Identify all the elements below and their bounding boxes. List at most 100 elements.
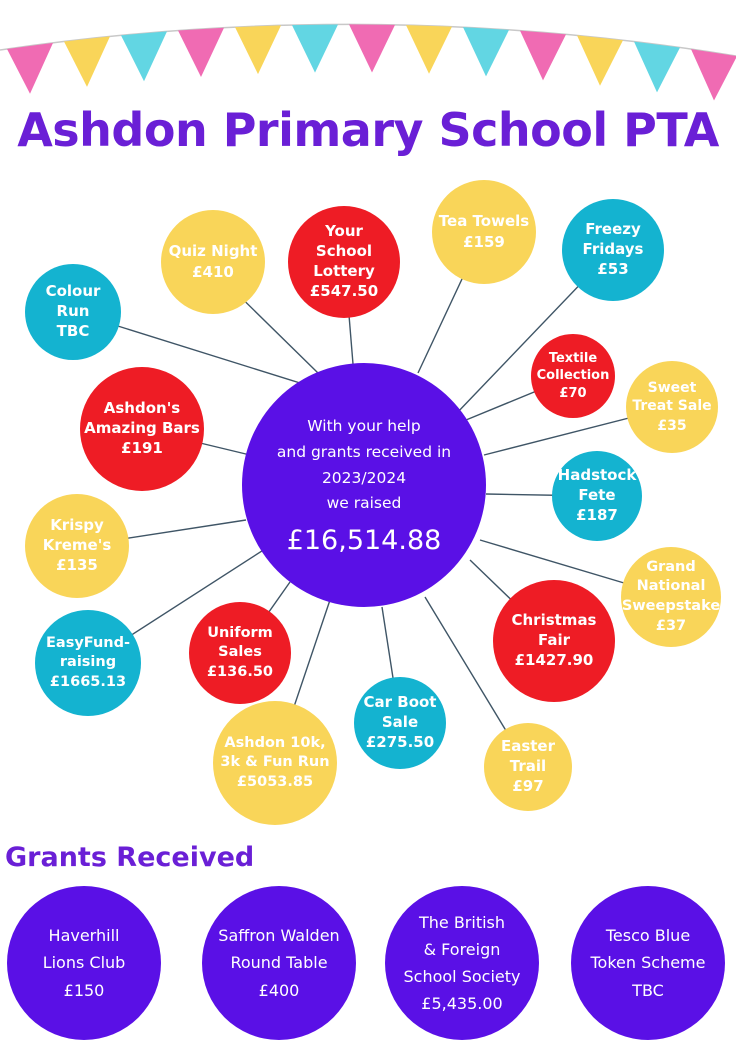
grant-amount: £150 bbox=[63, 980, 105, 1000]
center-line: we raised bbox=[326, 494, 402, 513]
bubble-label-line: Lottery bbox=[313, 261, 375, 280]
bunting-flag bbox=[634, 41, 680, 93]
center-line: 2023/2024 bbox=[321, 468, 407, 487]
bubble-amount: £70 bbox=[559, 386, 587, 402]
bubble-label-line: Christmas bbox=[511, 610, 597, 629]
center-line: With your help bbox=[307, 417, 421, 436]
bubble-label-line: Amazing Bars bbox=[84, 418, 200, 437]
bubble-label-line: raising bbox=[59, 653, 117, 670]
bubble-amount: £136.50 bbox=[206, 664, 274, 681]
bunting-flag bbox=[121, 31, 167, 82]
bubble-label-line: Car Boot bbox=[363, 692, 437, 711]
bubble-amount: £547.50 bbox=[309, 282, 379, 301]
bubble-quiz-night: Quiz Night £410 bbox=[161, 210, 265, 314]
bubble-amount: £35 bbox=[657, 417, 687, 434]
bubble-label-line: Fete bbox=[578, 485, 616, 504]
bunting-flag bbox=[7, 42, 53, 94]
grants-heading: Grants Received bbox=[5, 842, 255, 873]
bubble-label-line: Uniform bbox=[207, 624, 273, 641]
bubble-label-line: 3k & Fun Run bbox=[220, 753, 330, 770]
bubble-amount: £135 bbox=[56, 556, 98, 575]
grant-label-line: Haverhill bbox=[48, 926, 120, 946]
grant-amount: £5,435.00 bbox=[421, 994, 503, 1014]
grant-amount: TBC bbox=[632, 980, 664, 1000]
bunting-flag bbox=[691, 49, 736, 101]
bubble-label-line: Treat Sale bbox=[632, 398, 712, 415]
bubble-label-line: Ashdon's bbox=[103, 398, 181, 417]
bubble-amount: £159 bbox=[463, 232, 505, 251]
bunting-flag bbox=[64, 36, 110, 87]
bubble-label-line: Sweet bbox=[647, 379, 697, 396]
bubble-amount: £187 bbox=[576, 506, 618, 525]
center-line: and grants received in bbox=[276, 442, 452, 461]
bunting-flag bbox=[178, 27, 224, 78]
bubble-label-line: Collection bbox=[536, 367, 610, 383]
bubble-label-line: Fridays bbox=[582, 239, 644, 258]
bubble-label-line: Trail bbox=[509, 756, 547, 775]
grant-label-line: School Society bbox=[403, 967, 521, 986]
bubble-label-line: Freezy bbox=[585, 219, 641, 238]
bunting-decoration bbox=[0, 23, 736, 101]
bunting-flag bbox=[349, 24, 395, 73]
grant-label-line: Lions Club bbox=[42, 953, 126, 973]
bubble-amount: TBC bbox=[56, 322, 90, 341]
bubble-amount: £53 bbox=[597, 260, 629, 279]
bubble-label-line: School bbox=[315, 241, 373, 260]
bunting-flag bbox=[292, 24, 338, 73]
bunting-flag bbox=[577, 35, 623, 86]
bubble-label-line: Tea Towels bbox=[438, 211, 530, 230]
bunting-flag bbox=[463, 27, 509, 77]
grant-label-line: Token Scheme bbox=[590, 953, 706, 973]
bunting-flag bbox=[520, 30, 566, 81]
bubble-amount: £410 bbox=[192, 262, 234, 281]
total-raised-bubble: With your help and grants received in 20… bbox=[242, 363, 486, 607]
page-title: Ashdon Primary School PTA bbox=[17, 103, 719, 157]
bunting-flag bbox=[235, 25, 281, 75]
bubble-amount: £1427.90 bbox=[514, 651, 594, 670]
grant-label-line: Saffron Walden bbox=[218, 926, 340, 946]
bubble-label-line: Sales bbox=[218, 643, 262, 660]
bunting-flag bbox=[406, 25, 452, 74]
bubble-amount: £37 bbox=[655, 617, 687, 634]
grant-label-line: Round Table bbox=[230, 953, 328, 973]
grant-label-line: & Foreign bbox=[423, 939, 501, 959]
bubble-label-line: Kreme's bbox=[42, 535, 112, 554]
total-raised-amount: £16,514.88 bbox=[286, 524, 442, 556]
bubble-amount: £1665.13 bbox=[49, 674, 127, 691]
bubble-amount: £275.50 bbox=[365, 733, 435, 752]
bubble-label-line: Ashdon 10k, bbox=[224, 734, 326, 751]
bubble-amount: £191 bbox=[121, 439, 163, 458]
bubble-label-line: Krispy bbox=[50, 515, 104, 534]
bubble-label-line: Run bbox=[56, 301, 90, 320]
bubble-label-line: Easter bbox=[500, 736, 556, 755]
bunting-string bbox=[0, 23, 736, 57]
bubble-label-line: Hadstock bbox=[557, 465, 637, 484]
grant-amount: £400 bbox=[258, 980, 300, 1000]
bubble-label-line: Colour bbox=[45, 281, 101, 300]
bubble-label-line: National bbox=[636, 578, 706, 595]
bubble-label-line: Textile bbox=[548, 350, 598, 366]
bubble-amount: £5053.85 bbox=[236, 774, 314, 791]
grant-label-line: The British bbox=[418, 912, 506, 932]
bubble-label-line: Grand bbox=[646, 559, 696, 576]
bubble-label-line: Your bbox=[325, 221, 363, 240]
bubble-label-line: Sale bbox=[381, 712, 419, 731]
bubble-label-line: Quiz Night bbox=[168, 241, 258, 260]
bubble-label-line: EasyFund- bbox=[46, 634, 130, 651]
